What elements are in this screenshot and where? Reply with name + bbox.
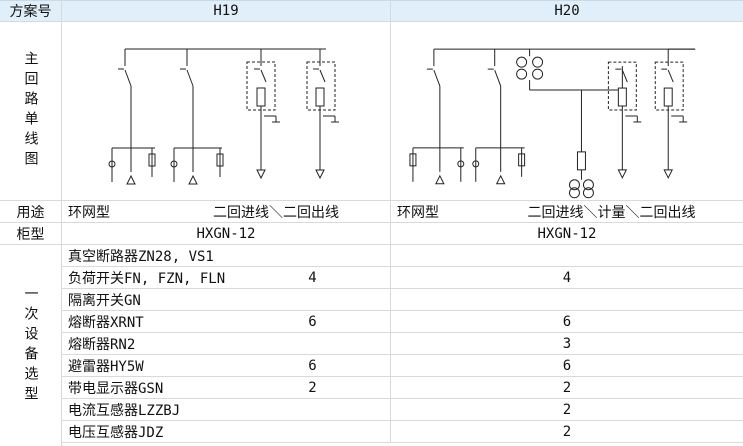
h20-quantity: 4 xyxy=(390,267,743,288)
usage-row: 用途 环网型 二回进线＼二回出线 环网型 二回进线＼计量＼二回出线 xyxy=(0,201,743,223)
diagram-label-cell: 主回路单线图 xyxy=(0,22,62,200)
selection-label-cell: 一次设备选型 xyxy=(0,245,62,446)
equipment-row: 熔断器XRNT 6 6 xyxy=(62,311,743,333)
h19-quantity: 6 xyxy=(308,313,317,330)
h20-quantity: 6 xyxy=(390,311,743,332)
h20-diagram xyxy=(390,22,743,200)
h20-quantity: 2 xyxy=(390,377,743,398)
cabinet-row: 柜型 HXGN-12 HXGN-12 xyxy=(0,223,743,245)
equipment-row: 隔离开关GN xyxy=(62,289,743,311)
h20-quantity: 3 xyxy=(390,333,743,354)
h20-cabinet: HXGN-12 xyxy=(390,223,743,244)
equipment-row: 带电显示器GSN 2 2 xyxy=(62,377,743,399)
diagram-row: 主回路单线图 xyxy=(0,22,743,201)
h19-quantity xyxy=(235,421,390,442)
h20-quantity: 6 xyxy=(390,355,743,376)
equipment-row: 避雷器HY5W 6 6 xyxy=(62,355,743,377)
equipment-name: 负荷开关FN, FZN, FLN xyxy=(68,270,226,287)
equipment-name: 真空断路器ZN28, VS1 xyxy=(68,248,214,265)
h20-quantity: 2 xyxy=(390,421,743,442)
h19-quantity xyxy=(235,289,390,310)
h19-quantity: 4 xyxy=(308,269,317,286)
h19-cabinet: HXGN-12 xyxy=(196,225,256,242)
h20-header: H20 xyxy=(390,1,743,21)
h20-quantity: 2 xyxy=(390,399,743,420)
equipment-name: 电流互感器LZZBJ xyxy=(68,402,181,419)
scheme-label: 方案号 xyxy=(0,1,62,21)
h19-quantity xyxy=(235,245,390,266)
selection-label: 一次设备选型 xyxy=(22,285,39,406)
cabinet-label: 柜型 xyxy=(0,223,62,244)
equipment-name: 电压互感器JDZ xyxy=(68,424,164,441)
h20-usage-type: 环网型 xyxy=(390,201,480,222)
header-row: 方案号 H19 H20 xyxy=(0,0,743,22)
h19-quantity xyxy=(235,399,390,420)
h19-quantity xyxy=(235,333,390,354)
equipment-name: 熔断器XRNT xyxy=(68,314,144,331)
h19-header: H19 xyxy=(213,3,239,19)
equipment-name: 避雷器HY5W xyxy=(68,358,144,375)
usage-label: 用途 xyxy=(0,201,62,222)
equipment-row: 负荷开关FN, FZN, FLN 4 4 xyxy=(62,267,743,289)
h20-quantity xyxy=(390,289,743,310)
h19-usage-desc: 二回进线＼二回出线 xyxy=(213,204,339,221)
h20-single-line-diagram xyxy=(409,48,696,198)
diagram-label: 主回路单线图 xyxy=(22,51,39,171)
h20-usage-desc: 二回进线＼计量＼二回出线 xyxy=(527,204,696,221)
equipment-row: 电压互感器JDZ 2 xyxy=(62,421,743,443)
h19-usage-type: 环网型 xyxy=(68,204,110,221)
equipment-row: 熔断器RN2 3 xyxy=(62,333,743,355)
equipment-name: 隔离开关GN xyxy=(68,292,141,309)
equipment-row: 真空断路器ZN28, VS1 xyxy=(62,245,743,267)
h19-single-line-diagram xyxy=(108,48,339,184)
h20-quantity xyxy=(390,245,743,266)
equipment-name: 熔断器RN2 xyxy=(68,336,136,353)
h19-diagram xyxy=(62,22,390,200)
h19-quantity: 6 xyxy=(308,357,317,374)
h19-quantity: 2 xyxy=(308,379,317,396)
equipment-name: 带电显示器GSN xyxy=(68,380,164,397)
equipment-row: 电流互感器LZZBJ 2 xyxy=(62,399,743,421)
